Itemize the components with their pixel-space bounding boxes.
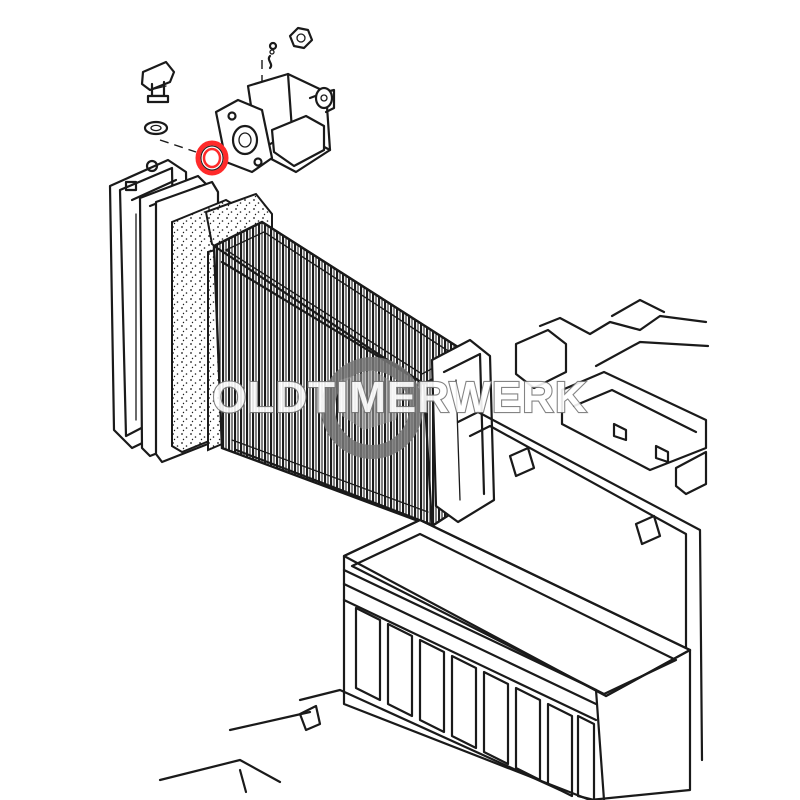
heater-core-icon <box>108 158 496 528</box>
hex-nut-icon <box>288 26 314 50</box>
heater-box-housing-icon <box>342 518 692 800</box>
assembly-guide-line <box>159 139 197 153</box>
watermark-text: OLDTIMERWERK <box>212 373 587 422</box>
flange-plate-icon <box>214 98 274 174</box>
lower-frame-outline <box>158 688 562 794</box>
o-ring-seal-icon <box>195 140 229 176</box>
air-duct-housing-icon <box>456 298 710 762</box>
spring-clip-icon <box>267 41 278 70</box>
vent-louvers <box>354 606 596 800</box>
washer-icon <box>143 120 169 136</box>
watermark-logo <box>321 357 423 459</box>
drain-plug-icon <box>140 60 176 104</box>
